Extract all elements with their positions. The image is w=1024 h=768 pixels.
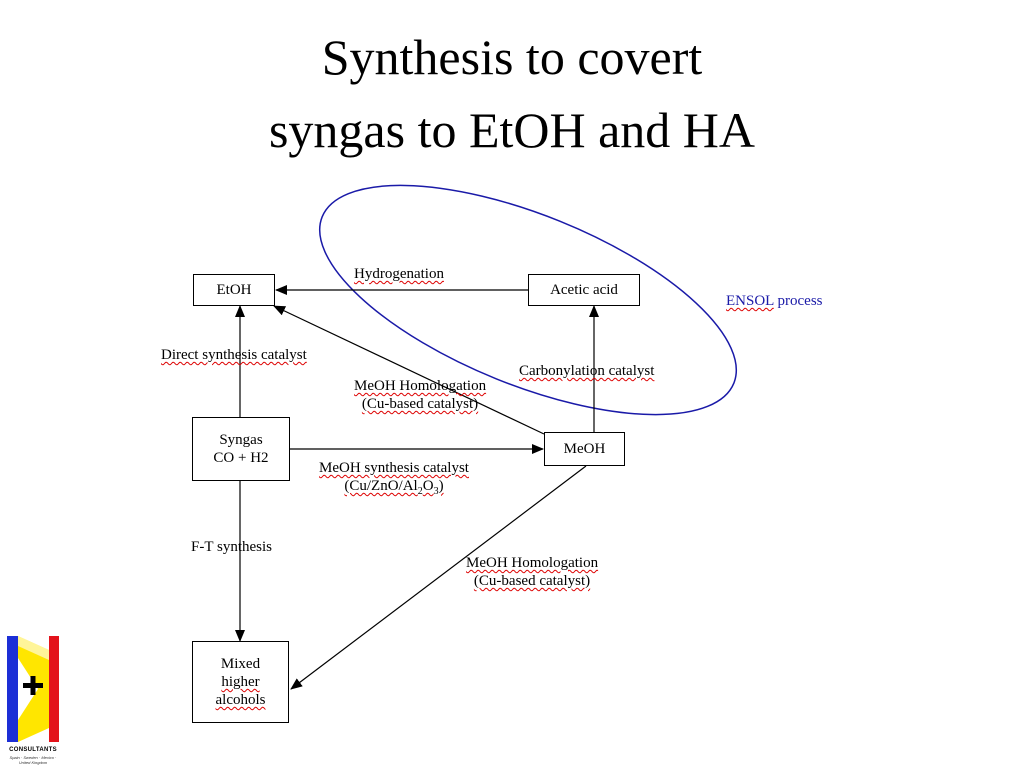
label-homologation-upper-1: MeOH Homologation (354, 378, 487, 394)
label-ensol-word: ENSOL (726, 293, 774, 309)
node-mixed-label-2: higher (221, 674, 260, 690)
label-carbonylation: Carbonylation catalyst (519, 363, 655, 379)
label-ensol-suffix: process (773, 293, 823, 309)
label-ensol-process: ENSOL process (726, 293, 823, 310)
label-homologation-lower-1: MeOH Homologation (466, 555, 599, 571)
label-meoh-synthesis-2b: 2 (417, 486, 423, 497)
ensol-process-ellipse (318, 184, 738, 416)
label-meoh-synthesis-1: MeOH synthesis catalyst (319, 460, 469, 476)
label-meoh-synthesis-2e: ) (438, 478, 444, 494)
label-meoh-synthesis-2c: O (422, 478, 434, 494)
node-mixed-higher-alcohols: Mixed higher alcohols (192, 641, 289, 723)
label-meoh-synthesis-2d: 3 (433, 486, 439, 497)
slide-title-line-2: syngas to EtOH and HA (268, 102, 756, 158)
node-syngas-formula: CO + H2 (213, 450, 269, 466)
node-acetic-acid: Acetic acid (528, 274, 640, 306)
node-syngas: Syngas CO + H2 (192, 417, 290, 481)
node-meoh: MeOH (544, 432, 625, 466)
label-meoh-synthesis-2: (Cu/ZnO/Al2O3) (319, 477, 469, 501)
label-direct-synthesis: Direct synthesis catalyst (161, 347, 307, 363)
arrow-homologation-upper (273, 305, 545, 435)
consultants-logo (7, 636, 59, 742)
label-homologation-upper-2: (Cu-based catalyst) (361, 396, 479, 412)
label-ft-synthesis: F-T synthesis (191, 539, 272, 555)
node-acetic-acid-label: Acetic acid (550, 282, 618, 298)
node-mixed-label-3: alcohols (215, 692, 266, 708)
node-etoh: EtOH (193, 274, 275, 306)
node-syngas-label: Syngas (219, 432, 263, 448)
label-homologation-lower: MeOH Homologation (Cu-based catalyst) (466, 554, 598, 590)
label-meoh-synthesis-2a: (Cu/ZnO/Al (344, 478, 418, 494)
node-mixed-label-1: Mixed (220, 656, 261, 672)
label-meoh-synthesis: MeOH synthesis catalyst (Cu/ZnO/Al2O3) (319, 459, 469, 501)
node-meoh-label: MeOH (563, 441, 606, 457)
slide-title-line-1: Synthesis to covert (321, 29, 703, 85)
label-homologation-lower-2: (Cu-based catalyst) (473, 573, 591, 589)
arrow-homologation-lower (290, 465, 587, 690)
logo-subtext: Spain · Sweden · Mexico · United Kingdom (9, 755, 57, 765)
logo-text: CONSULTANTS (9, 747, 57, 753)
node-etoh-label: EtOH (216, 282, 252, 298)
label-hydrogenation: Hydrogenation (354, 266, 444, 282)
label-homologation-upper: MeOH Homologation (Cu-based catalyst) (354, 377, 486, 413)
